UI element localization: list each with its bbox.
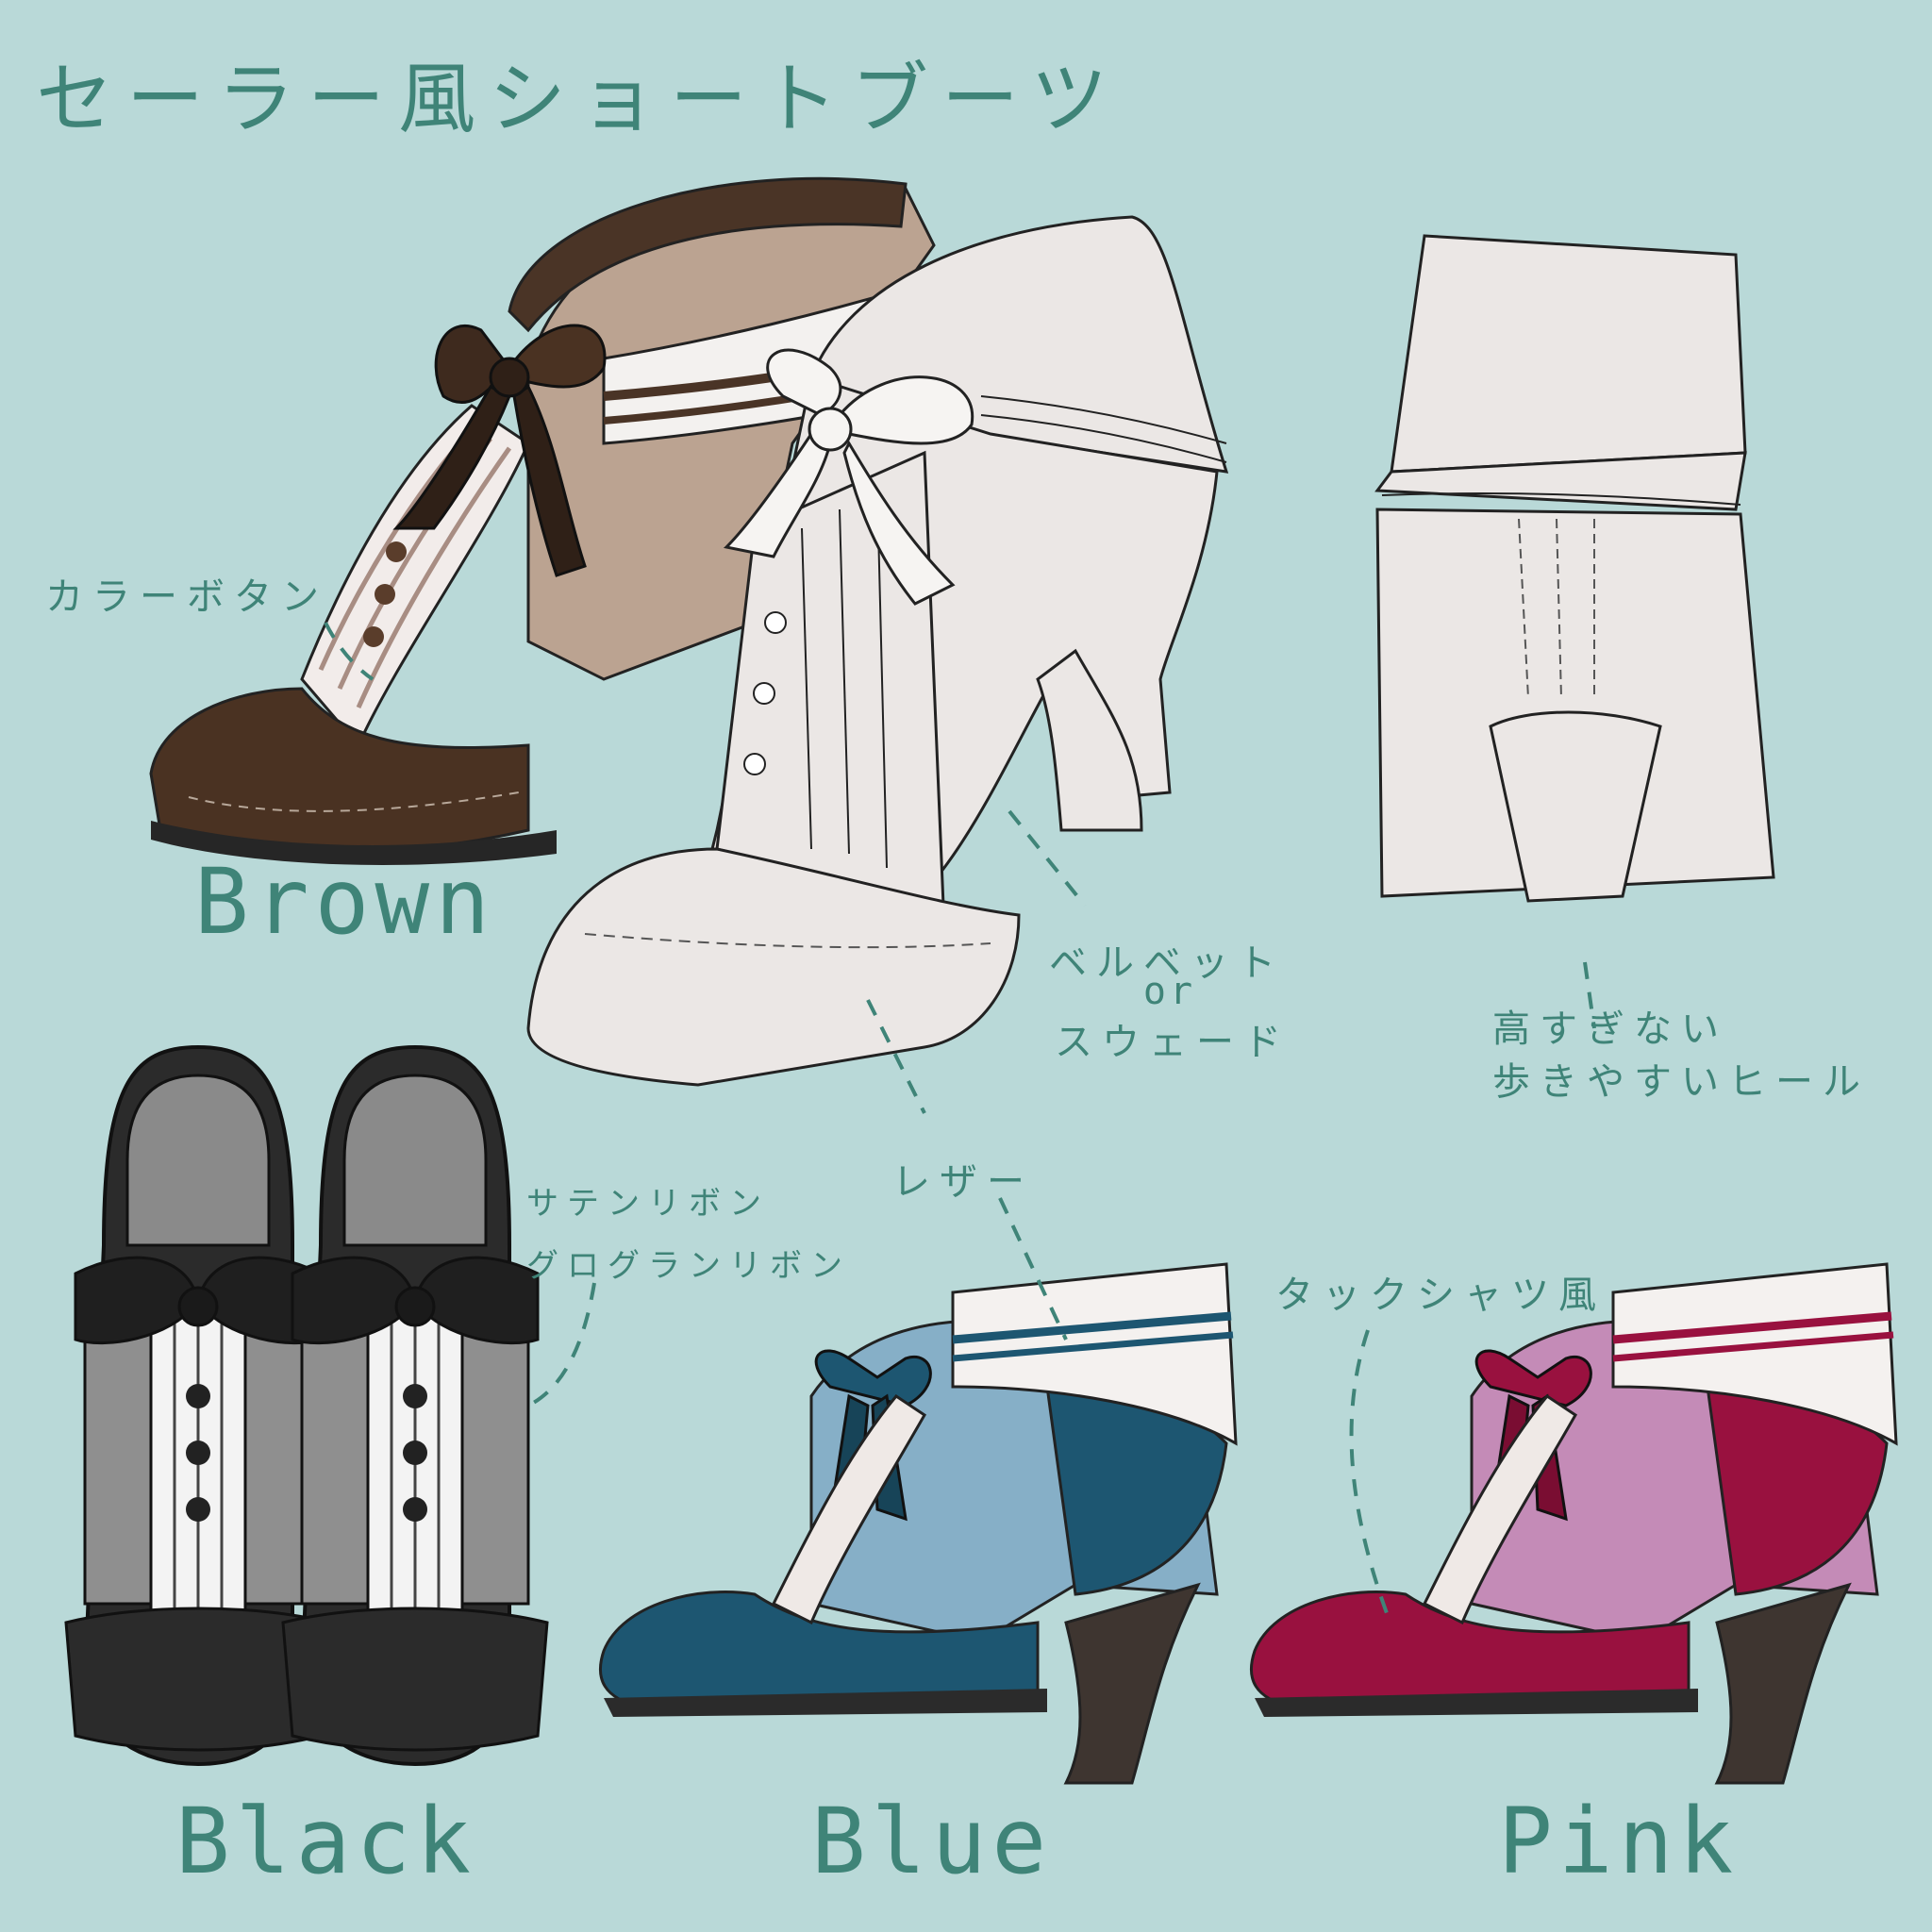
annotation-grosgrain-ribbon: グログランリボン (526, 1247, 851, 1285)
annotation-tuck-shirt: タックシャツ風 (1275, 1274, 1606, 1317)
annotation-color-button: カラーボタン (45, 575, 328, 619)
annotation-velvet: ベルベット (1049, 941, 1285, 985)
variant-label-brown: Brown (194, 849, 495, 955)
variant-label-black: Black (175, 1789, 476, 1894)
variant-label-blue: Blue (811, 1789, 1053, 1894)
annotation-suede: スウェード (1055, 1021, 1291, 1064)
annotation-or: or (1142, 970, 1197, 1013)
annotation-heel-line2: 歩きやすいヒール (1492, 1060, 1870, 1104)
black-shoes (64, 1044, 549, 1767)
annotation-satin-ribbon: サテンリボン (526, 1185, 770, 1223)
callout-lines (324, 622, 1596, 1614)
heel-back-view (1374, 234, 1775, 903)
annotation-leather: レザー (892, 1160, 1034, 1204)
blue-boot (598, 1262, 1238, 1785)
variant-label-pink: Pink (1498, 1789, 1740, 1894)
annotation-heel-line1: 高すぎない (1492, 1008, 1728, 1051)
white-boot-lineart (526, 215, 1229, 1087)
page-title: セーラー風ショートブーツ (36, 55, 1122, 144)
pink-boot (1249, 1262, 1898, 1785)
